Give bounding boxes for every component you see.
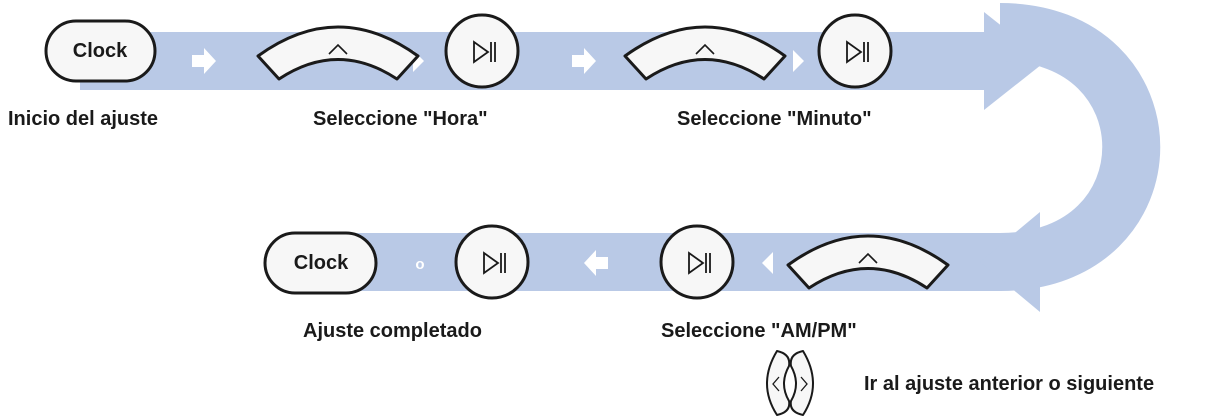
svg-text:Clock: Clock xyxy=(73,40,128,62)
step-label-done: Ajuste completado xyxy=(303,320,482,342)
step-label-start: Inicio del ajuste xyxy=(8,108,159,130)
play-pause-icon xyxy=(688,251,711,275)
step-label-ampm: Seleccione "AM/PM" xyxy=(661,320,857,342)
step-label-minute: Seleccione "Minuto" xyxy=(677,108,872,130)
play-pause-icon xyxy=(846,40,869,64)
uturn-curve xyxy=(998,3,1161,291)
chevron-left-icon xyxy=(772,376,780,392)
triangle-right-icon xyxy=(793,50,804,72)
arrow-left-icon xyxy=(584,250,608,276)
svg-text:Clock: Clock xyxy=(294,252,349,274)
chevron-right-icon xyxy=(800,376,808,392)
arrow-right-icon xyxy=(572,48,596,74)
chevron-up-icon xyxy=(695,43,715,55)
play-pause-button[interactable] xyxy=(454,224,530,300)
play-pause-button[interactable] xyxy=(444,13,520,89)
step-label-hour: Seleccione "Hora" xyxy=(313,108,488,130)
clock-button[interactable]: Clock xyxy=(44,19,157,83)
legend-nav-label: Ir al ajuste anterior o siguiente xyxy=(864,373,1155,395)
play-pause-button[interactable] xyxy=(817,13,893,89)
up-button[interactable] xyxy=(786,234,950,290)
clock-button[interactable]: Clock xyxy=(263,231,378,295)
play-pause-icon xyxy=(473,40,496,64)
bottom-arrowhead xyxy=(980,212,1040,312)
up-button[interactable] xyxy=(256,25,420,81)
play-pause-button[interactable] xyxy=(659,224,735,300)
top-small-arrows xyxy=(192,48,804,74)
right-button[interactable] xyxy=(789,350,814,416)
arrow-right-icon xyxy=(192,48,216,74)
play-pause-icon xyxy=(483,251,506,275)
chevron-up-icon xyxy=(328,43,348,55)
up-button[interactable] xyxy=(623,25,787,81)
chevron-up-icon xyxy=(858,252,878,264)
bottom-small-arrows: o xyxy=(415,250,773,276)
or-separator: o xyxy=(415,256,424,273)
triangle-left-icon xyxy=(762,252,773,274)
left-button[interactable] xyxy=(766,350,791,416)
